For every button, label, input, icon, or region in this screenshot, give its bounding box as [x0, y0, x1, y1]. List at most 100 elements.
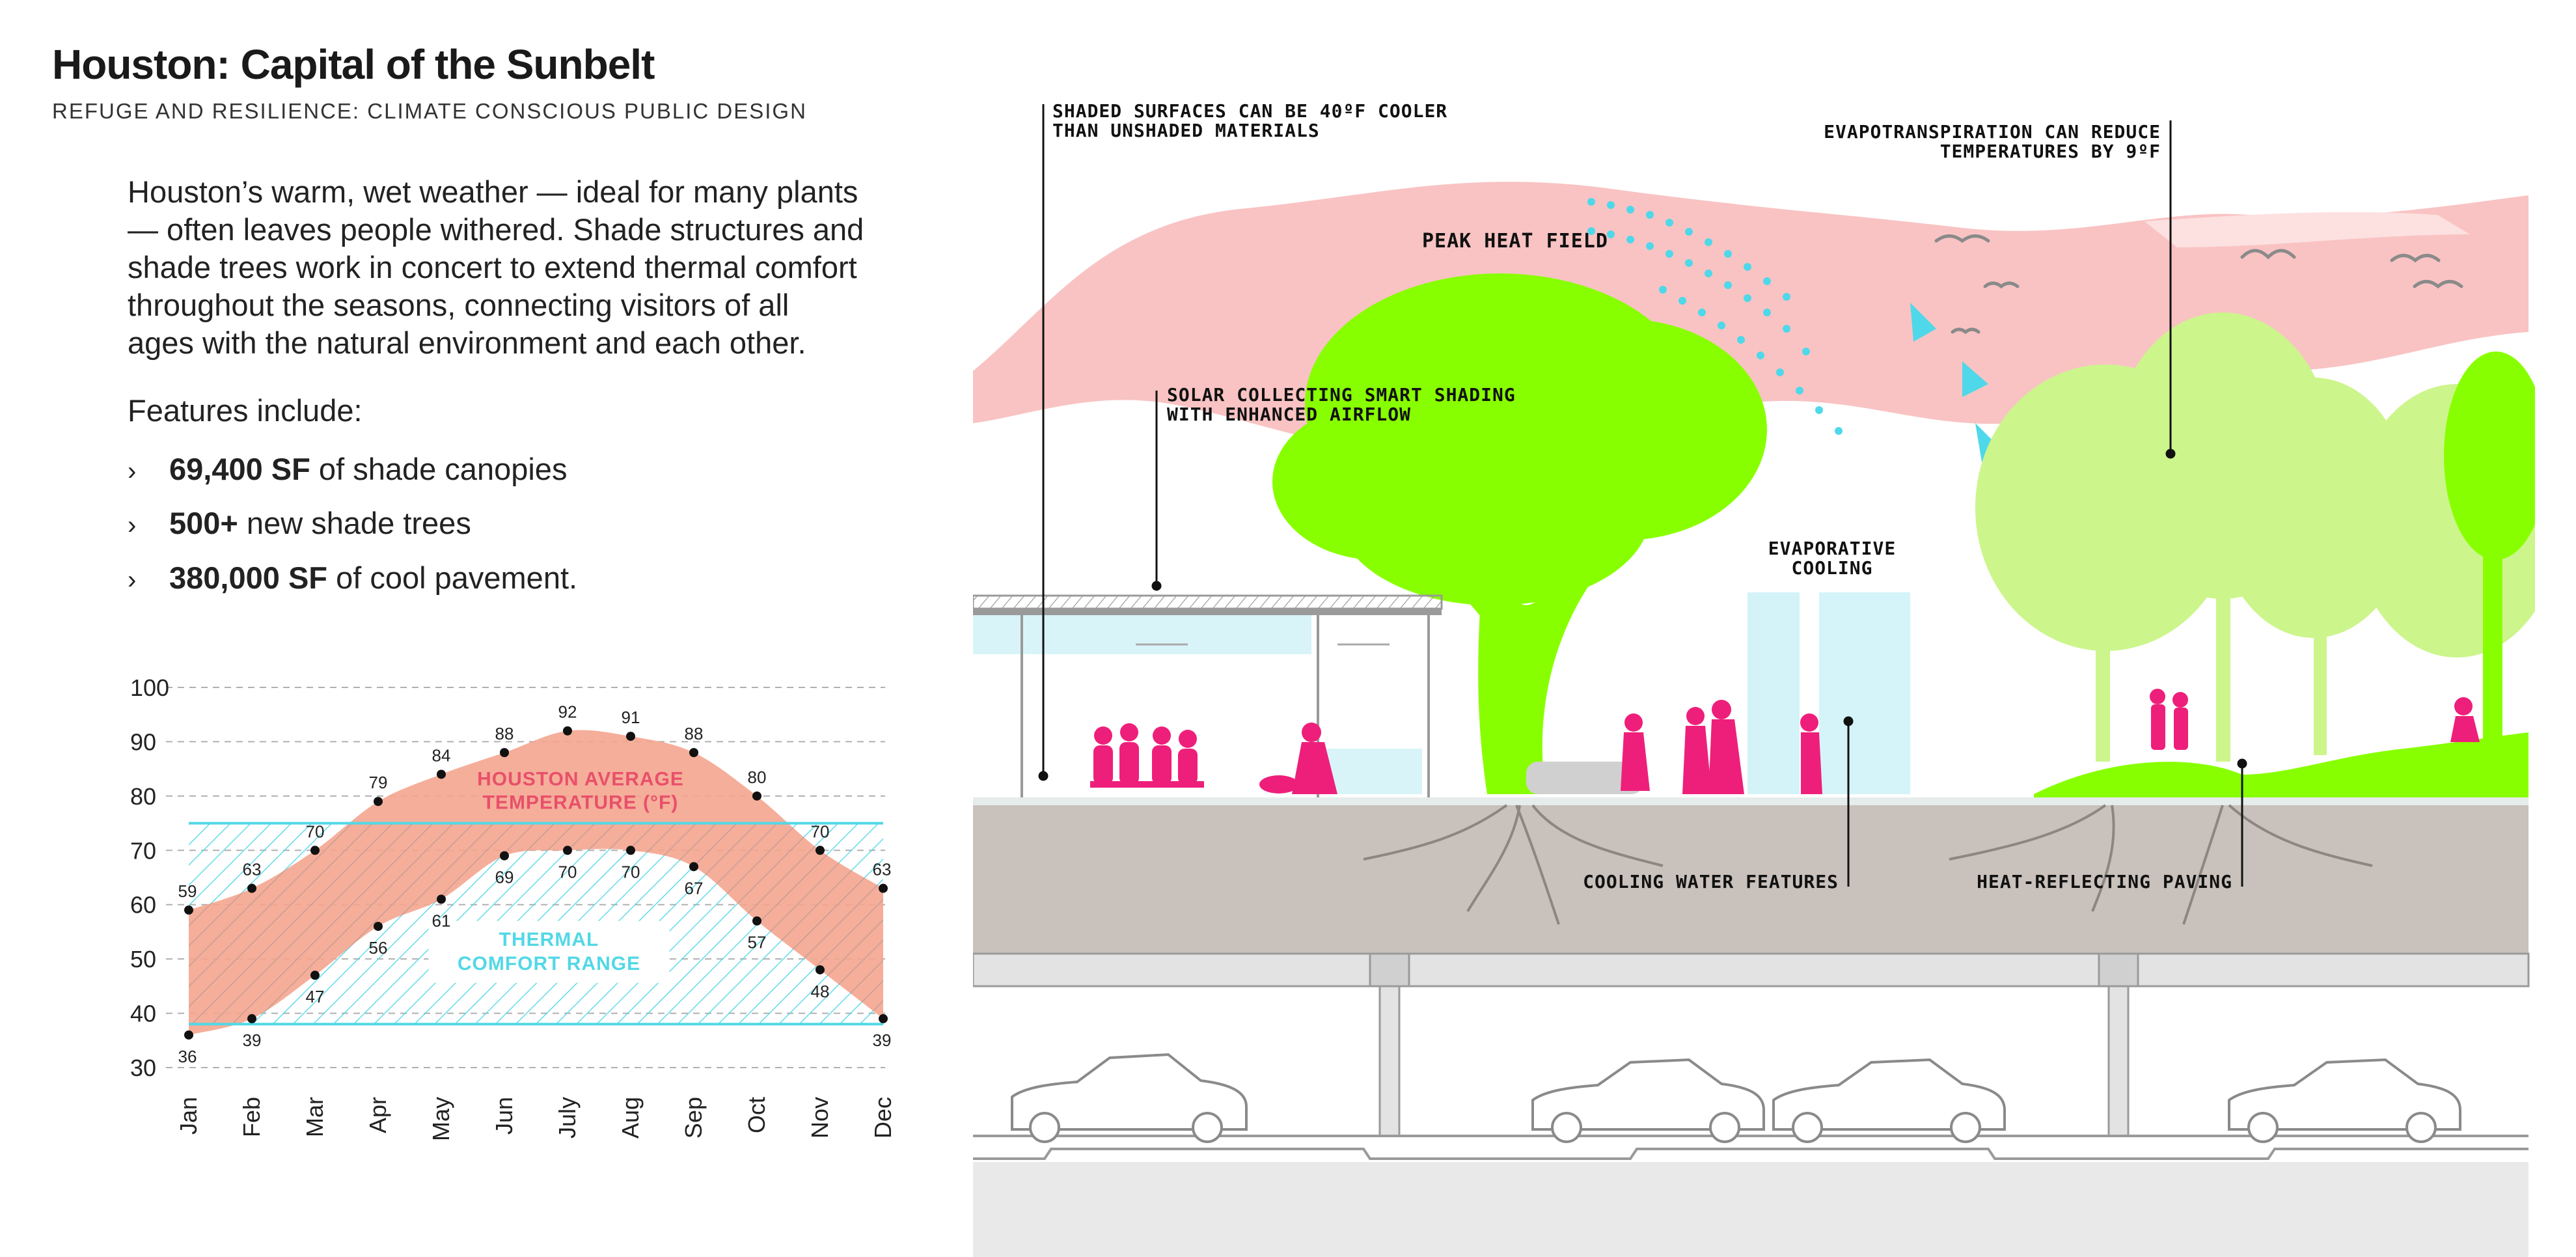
bench: [1526, 762, 1643, 794]
lower-fill: [973, 1162, 2528, 1257]
data-label: 69: [495, 868, 514, 887]
data-label: 70: [811, 822, 830, 841]
temperature-chart: THERMAL COMFORT RANGE HOUSTON AVERAGE TE…: [130, 674, 896, 1141]
feature-value: 380,000 SF: [169, 560, 328, 595]
x-tick-label: Jan: [175, 1097, 202, 1135]
data-point: [626, 732, 635, 741]
ground-soil: [973, 805, 2528, 954]
data-point: [437, 894, 446, 904]
deck-slab: [973, 952, 2530, 988]
data-point: [184, 905, 193, 915]
data-label: 67: [685, 878, 704, 898]
data-label: 36: [178, 1047, 197, 1066]
data-point: [184, 1030, 193, 1040]
shade-canopy-structure: [973, 594, 1443, 801]
y-tick-label: 60: [130, 892, 156, 919]
tree-roots: [1363, 804, 2373, 925]
y-tick-label: 70: [130, 837, 156, 864]
y-tick-label: 90: [130, 728, 156, 755]
airflow-arrow: [1910, 303, 1936, 342]
data-point: [437, 769, 446, 779]
evapotranspiration-label: TEMPERATURES BY 9ºF: [1940, 141, 2161, 162]
chevron-right-icon: ›: [128, 511, 137, 540]
data-label: 59: [178, 881, 197, 901]
data-point: [374, 797, 383, 807]
y-tick-label: 40: [130, 1001, 156, 1027]
data-label: 70: [622, 862, 640, 881]
x-tick-label: Sep: [680, 1097, 707, 1139]
data-point: [500, 748, 509, 758]
support-column: [1369, 952, 1410, 988]
data-point: [879, 883, 888, 893]
y-tick-label: 80: [130, 783, 156, 810]
birds: [1934, 234, 2463, 335]
x-tick-label: Feb: [238, 1097, 265, 1137]
site-section-diagram: PEAK HEAT FIELD: [973, 100, 2535, 1257]
x-tick-label: Apr: [364, 1097, 391, 1133]
temperature-band-label: HOUSTON AVERAGE: [477, 769, 684, 790]
data-point: [500, 851, 509, 861]
intro-line: Houston’s warm, wet weather — ideal for …: [128, 174, 858, 209]
intro-line: — often leaves people withered. Shade st…: [128, 212, 864, 247]
data-point: [815, 846, 825, 855]
airflow-dots: [1587, 198, 1843, 435]
data-point: [879, 1014, 888, 1023]
y-tick-label: 30: [130, 1055, 156, 1081]
y-tick-label: 100: [130, 674, 169, 701]
data-label: 63: [873, 860, 892, 879]
support-column: [1378, 985, 1401, 1137]
support-column: [2098, 952, 2139, 988]
data-label: 39: [873, 1030, 892, 1050]
intro-paragraph: Houston’s warm, wet weather — ideal for …: [128, 173, 922, 362]
green-hill: [2034, 732, 2528, 801]
data-point: [689, 862, 698, 872]
data-point: [247, 1014, 256, 1023]
data-point: [374, 922, 383, 932]
x-tick-label: Jun: [491, 1097, 517, 1135]
support-column: [2107, 985, 2130, 1137]
evaporative-cooling-label: EVAPORATIVE: [1768, 538, 1896, 559]
comfort-overlap-hatch: [189, 823, 883, 1025]
feature-text: of shade canopies: [310, 452, 568, 486]
data-label: 79: [369, 773, 388, 792]
data-point: [310, 846, 320, 855]
data-label: 70: [558, 862, 577, 881]
intro-line: throughout the seasons, connecting visit…: [128, 288, 789, 322]
data-label: 84: [432, 745, 451, 765]
data-label: 48: [811, 982, 830, 1001]
x-tick-label: Dec: [870, 1097, 896, 1139]
cars: [1011, 1053, 2461, 1143]
features-heading: Features include:: [128, 393, 363, 428]
temperature-band-label: TEMPERATURE (°F): [483, 792, 679, 814]
data-label: 80: [748, 767, 767, 787]
feature-item: ›500+ new shade trees: [128, 505, 471, 541]
evapotranspiration-label: EVAPOTRANSPIRATION CAN REDUCE: [1824, 121, 2161, 143]
data-label: 88: [685, 724, 704, 743]
feature-value: 500+: [169, 506, 238, 540]
data-label: 47: [306, 987, 325, 1006]
data-label: 88: [495, 724, 514, 743]
data-label: 70: [306, 822, 325, 841]
comfort-label-background: [428, 920, 670, 983]
data-label: 61: [432, 911, 451, 930]
intro-line: shade trees work in concert to extend th…: [128, 250, 857, 284]
large-shade-tree: [1272, 273, 1767, 794]
feature-value: 69,400 SF: [169, 452, 310, 486]
peak-heat-field-wisp: [2144, 212, 2470, 247]
data-label: 63: [243, 860, 262, 879]
solar-shading-label: WITH ENHANCED AIRFLOW: [1167, 404, 1411, 425]
evaporative-cooling-label: COOLING: [1791, 557, 1872, 579]
evaporative-mist: [1747, 592, 1910, 794]
y-tick-label: 50: [130, 946, 156, 973]
data-point: [563, 726, 572, 736]
x-tick-label: May: [428, 1097, 454, 1141]
data-label: 56: [369, 938, 388, 958]
feature-item: › 69,400 SF of shade canopies: [128, 451, 567, 487]
data-point: [626, 846, 635, 855]
people-silhouettes: [1090, 689, 2480, 794]
data-point: [815, 965, 825, 974]
comfort-range-label: COMFORT RANGE: [458, 953, 640, 974]
chevron-right-icon: ›: [128, 457, 137, 486]
page-subtitle: REFUGE AND RESILIENCE: CLIMATE CONSCIOUS…: [52, 99, 807, 123]
data-point: [247, 883, 256, 893]
